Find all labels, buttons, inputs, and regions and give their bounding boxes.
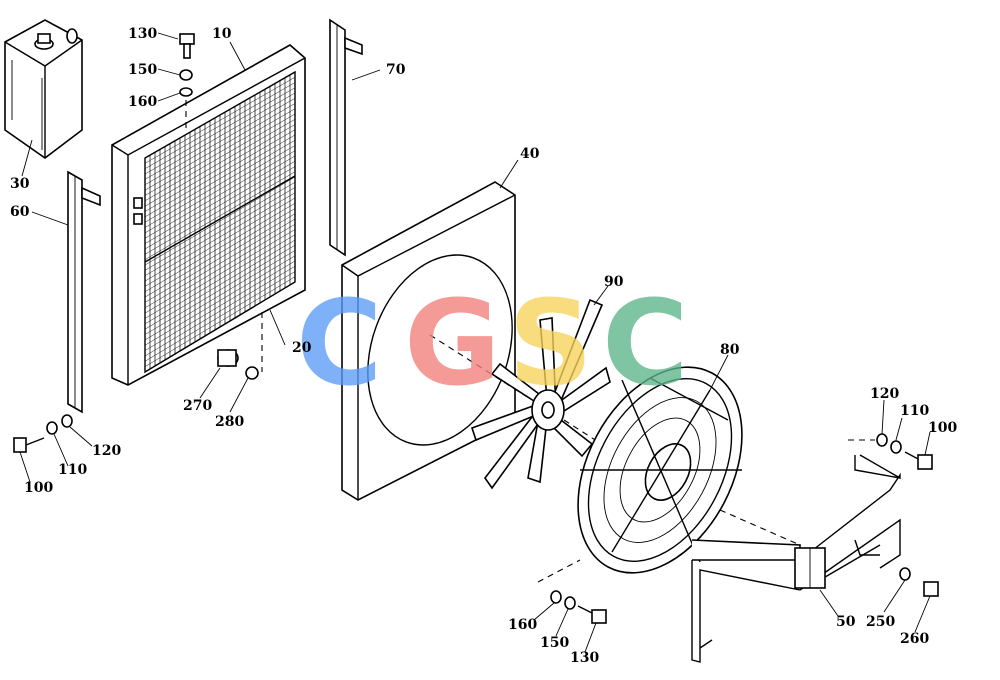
washer-160-bottom [550, 590, 562, 604]
label-110-right: 110 [900, 403, 929, 419]
label-70: 70 [386, 62, 406, 78]
bolt-100-left [13, 437, 45, 453]
fan-blades [429, 298, 651, 490]
label-60: 60 [10, 204, 30, 220]
watermark: C G S C [296, 274, 689, 412]
label-110-left: 110 [58, 462, 87, 478]
label-160-bottom: 160 [508, 617, 537, 633]
fan-shroud [341, 181, 516, 501]
radiator [111, 44, 306, 386]
label-120-left: 120 [92, 443, 121, 459]
label-80: 80 [720, 342, 740, 358]
support-frame [691, 454, 901, 663]
washer-250 [899, 567, 911, 581]
label-50: 50 [836, 614, 856, 630]
washer-150-bottom [564, 596, 576, 610]
washer-150-top [179, 69, 193, 81]
label-280: 280 [215, 414, 244, 430]
label-100-left: 100 [24, 480, 53, 496]
label-260: 260 [900, 631, 929, 647]
label-120-right: 120 [870, 386, 899, 402]
washer-160-top [179, 87, 193, 97]
radiator-fins [144, 72, 296, 372]
plug-270 [217, 349, 239, 367]
hardware [13, 33, 939, 624]
right-side-bracket [329, 18, 363, 257]
label-130-top: 130 [128, 26, 157, 42]
bolt-100-right [904, 451, 933, 470]
label-150-bottom: 150 [540, 635, 569, 651]
fan-guard [577, 366, 743, 574]
left-side-bracket [67, 170, 101, 414]
label-100-right: 100 [928, 420, 957, 436]
watermark-letter-s: S [508, 274, 593, 412]
washer-120-right [876, 433, 888, 447]
watermark-letter-g: G [404, 274, 501, 412]
washer-280 [245, 366, 259, 380]
callout-labels: 130 10 150 160 70 30 60 40 90 80 20 270 … [10, 26, 957, 666]
label-10: 10 [212, 26, 232, 42]
label-270: 270 [183, 398, 212, 414]
label-40: 40 [520, 146, 540, 162]
leader-lines [19, 32, 931, 653]
washer-110-left [46, 421, 58, 435]
washer-120-left [61, 414, 73, 428]
label-20: 20 [292, 340, 312, 356]
washer-110-right [890, 440, 902, 454]
nut-260 [923, 581, 939, 597]
watermark-letter-c1: C [296, 274, 383, 412]
expansion-tank [4, 19, 83, 159]
watermark-letter-c2: C [602, 274, 689, 412]
label-30: 30 [10, 176, 30, 192]
label-150-top: 150 [128, 62, 157, 78]
label-250: 250 [866, 614, 895, 630]
label-130-bottom: 130 [570, 650, 599, 666]
label-160-top: 160 [128, 94, 157, 110]
bolt-130-bottom [577, 605, 607, 624]
label-90: 90 [604, 274, 624, 290]
bolt-130-top [179, 33, 195, 59]
